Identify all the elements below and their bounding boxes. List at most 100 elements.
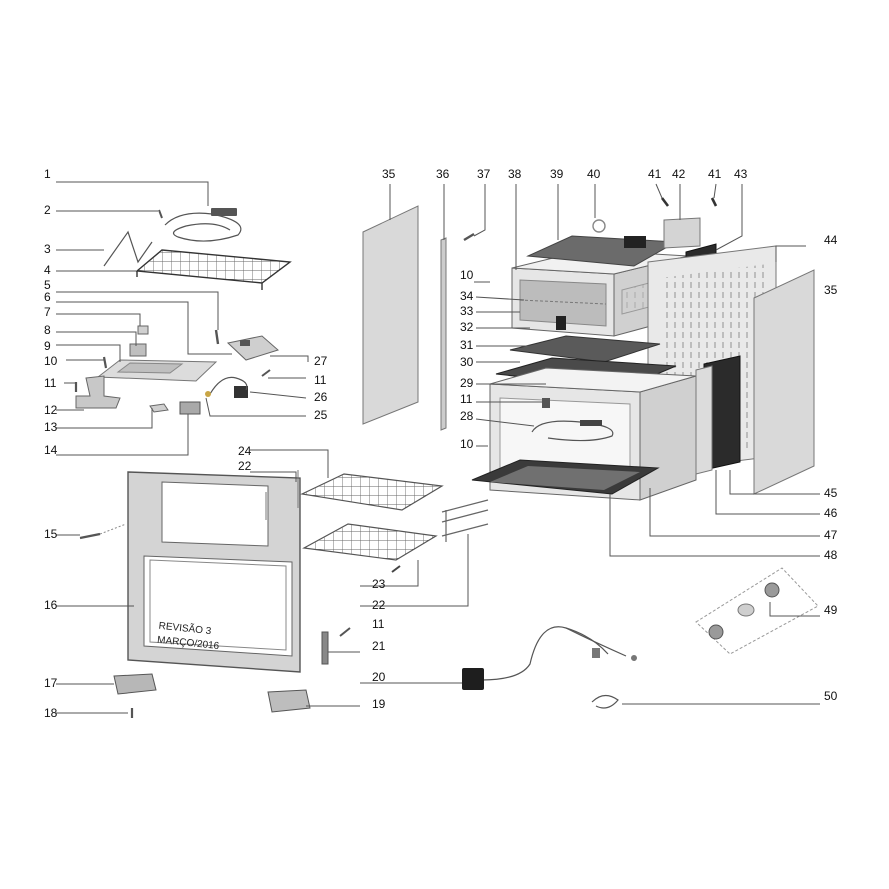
- top-wire-rack: [135, 249, 292, 290]
- lower-cavity: [471, 367, 697, 501]
- side-rack-rails: [441, 499, 489, 542]
- part-number-10-upper: 10: [460, 268, 474, 282]
- screw-11-mid: [261, 369, 271, 377]
- part-number-2: 2: [44, 203, 51, 217]
- part-number-48: 48: [824, 548, 838, 562]
- oven-wire-racks: [265, 470, 444, 573]
- part-number-50: 50: [824, 689, 838, 703]
- part-number-33: 33: [460, 304, 474, 318]
- base-tray: [96, 359, 218, 382]
- part-number-26: 26: [314, 390, 328, 404]
- door-rail: [440, 237, 447, 431]
- top-heating-element: [164, 208, 242, 242]
- part-number-25: 25: [314, 408, 328, 422]
- element-bracket: [103, 230, 153, 267]
- clip-8: [129, 343, 147, 357]
- part-number-20: 20: [372, 670, 386, 684]
- part-number-41-right: 41: [708, 167, 722, 181]
- screw-10-left: [102, 356, 108, 369]
- hinge-screw: [79, 523, 127, 540]
- part-number-46: 46: [824, 506, 838, 520]
- part-number-3: 3: [44, 242, 51, 256]
- part-number-11-mid: 11: [314, 373, 327, 387]
- part-number-11-right: 11: [460, 392, 473, 406]
- part-number-22-bottom: 22: [372, 598, 386, 612]
- part-number-8: 8: [44, 323, 51, 337]
- ring-40: [592, 219, 606, 233]
- part-number-4: 4: [44, 263, 51, 277]
- part-number-41-left: 41: [648, 167, 662, 181]
- middle-insulation-pad: [509, 335, 661, 363]
- part-number-15: 15: [44, 527, 58, 541]
- part-number-22-top: 22: [238, 459, 252, 473]
- part-number-labels: 1 2 3 4 5 6 7 8 9 10 11 12 13 14 15 16 1…: [44, 167, 838, 720]
- part-number-9: 9: [44, 339, 51, 353]
- part-number-12: 12: [44, 403, 58, 417]
- part-number-47: 47: [824, 528, 838, 542]
- part-number-5: 5: [44, 278, 51, 292]
- part-number-13: 13: [44, 420, 58, 434]
- inner-rack-guides: [519, 299, 607, 330]
- screw-37: [463, 232, 475, 242]
- part-number-10-left: 10: [44, 354, 58, 368]
- screw-5: [214, 329, 220, 345]
- part-number-19: 19: [372, 697, 386, 711]
- part-number-35-left: 35: [382, 167, 396, 181]
- part-number-49: 49: [824, 603, 838, 617]
- part-number-40: 40: [587, 167, 601, 181]
- part-number-16: 16: [44, 598, 58, 612]
- part-number-35-right: 35: [824, 283, 838, 297]
- foot-bracket: [75, 375, 121, 409]
- part-number-10-lower: 10: [460, 437, 474, 451]
- part-number-37: 37: [477, 167, 491, 181]
- part-number-24: 24: [238, 444, 252, 458]
- part-number-14: 14: [44, 443, 58, 457]
- part-number-23: 23: [372, 577, 386, 591]
- part-number-11-left: 11: [44, 376, 57, 390]
- parts-drawing: [74, 197, 819, 718]
- thermostat: [205, 376, 248, 398]
- bracket-29: [542, 398, 550, 408]
- part-number-7: 7: [44, 305, 51, 319]
- oven-door: [127, 471, 301, 673]
- part-number-6: 6: [44, 290, 51, 304]
- part-number-21: 21: [372, 639, 386, 653]
- part-number-45: 45: [824, 486, 838, 500]
- front-foot: [113, 673, 157, 695]
- part-number-17: 17: [44, 676, 58, 690]
- part-number-30: 30: [460, 355, 474, 369]
- part-number-18: 18: [44, 706, 58, 720]
- spring-13: [149, 403, 169, 413]
- part-number-36: 36: [436, 167, 450, 181]
- part-number-11-lower: 11: [372, 617, 385, 631]
- left-side-panel: [362, 205, 419, 425]
- right-side-panel: [753, 269, 815, 495]
- part-number-29: 29: [460, 376, 474, 390]
- screw-2: [158, 209, 163, 219]
- terminal-box: [624, 197, 718, 249]
- part-number-42: 42: [672, 167, 686, 181]
- door-gasket: [591, 694, 619, 709]
- part-number-1: 1: [44, 167, 51, 181]
- lamp-kit: [695, 567, 819, 655]
- part-number-27: 27: [314, 354, 328, 368]
- bracket-7: [137, 325, 149, 335]
- part-number-31: 31: [460, 338, 474, 352]
- switch-14: [179, 401, 201, 415]
- bottom-heating-element: [531, 420, 614, 442]
- part-number-39: 39: [550, 167, 564, 181]
- part-number-38: 38: [508, 167, 522, 181]
- screw-11-lower: [339, 627, 351, 637]
- control-housing: [226, 335, 280, 361]
- rear-foot: [267, 689, 311, 713]
- leader-lines: [56, 181, 820, 714]
- rear-insulation: [695, 355, 741, 475]
- power-cord: [462, 626, 637, 690]
- door-hinge: [321, 631, 329, 665]
- part-number-28: 28: [460, 409, 474, 423]
- part-number-32: 32: [460, 320, 474, 334]
- part-number-44: 44: [824, 233, 838, 247]
- part-number-43: 43: [734, 167, 748, 181]
- part-number-34: 34: [460, 289, 474, 303]
